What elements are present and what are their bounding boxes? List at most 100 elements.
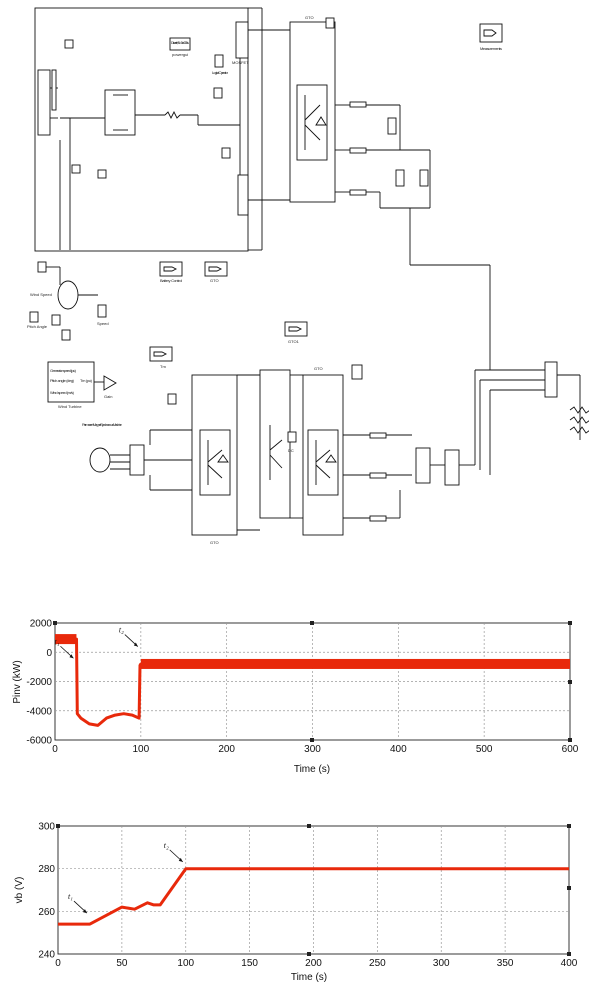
converter-2-label: GTO [314, 366, 323, 371]
x-tick-label: 200 [305, 958, 322, 969]
x-tick-label: 0 [52, 744, 58, 755]
powergui-label: powergui [172, 52, 188, 57]
tag-block[interactable] [51, 314, 61, 326]
tag-block[interactable] [37, 261, 47, 273]
dc-source-block[interactable] [37, 69, 51, 136]
tag-block[interactable] [167, 393, 177, 405]
switch-block[interactable] [395, 169, 405, 187]
powergui-block[interactable] [169, 37, 191, 51]
annotation-label: t₁ [54, 637, 59, 646]
converter-1-block[interactable] [191, 374, 238, 536]
annotation-arrowhead [82, 909, 87, 914]
tag-block[interactable] [287, 431, 297, 443]
y-tick-label: -4000 [26, 706, 52, 717]
annotation-label: t₂ [164, 841, 169, 850]
rectifier-block[interactable] [129, 444, 145, 476]
tag-block[interactable] [71, 164, 81, 174]
tag-block[interactable] [64, 39, 74, 49]
tag-block[interactable] [325, 17, 335, 29]
tag-block[interactable] [61, 329, 71, 341]
load-resistor [569, 406, 589, 414]
tm-block[interactable] [149, 346, 173, 362]
diode-block[interactable] [237, 174, 249, 216]
y-tick-label: 260 [38, 907, 55, 918]
wind-turbine-out: Tm (pu) [80, 378, 93, 383]
inductors-bottom [369, 432, 387, 522]
dc-label: DC [288, 448, 294, 453]
converter-1-label: GTO [210, 540, 219, 545]
chart-pinv-xlabel: Time (s) [294, 764, 330, 775]
gto-small-label: GTO [210, 278, 219, 283]
three-phase-load-breaker[interactable] [544, 361, 558, 398]
logical-operator-label: Logical Operator [212, 70, 229, 75]
switch-block[interactable] [387, 117, 397, 135]
mosfet-block[interactable] [235, 21, 249, 59]
x-tick-label: 400 [561, 958, 578, 969]
load-resistor [569, 426, 589, 434]
tag-block[interactable] [97, 169, 107, 179]
x-tick-label: 400 [390, 744, 407, 755]
scope-block[interactable] [57, 280, 79, 310]
wind-speed-label: Wind Speed [30, 292, 52, 297]
dc-link-block[interactable] [259, 369, 291, 519]
y-tick-label: 0 [46, 648, 52, 659]
tag-block[interactable] [351, 364, 363, 380]
measurements-block[interactable] [479, 23, 503, 43]
speed-label: Speed [97, 321, 109, 326]
gto1-block[interactable] [284, 321, 308, 337]
annotation-arrowhead [69, 654, 74, 659]
chart-pinv-annotations: t₁ t₂ [54, 626, 139, 659]
battery-control-block[interactable] [159, 261, 183, 277]
measurements-label: Measurements [480, 46, 502, 51]
wind-turbine-in1: Generator speed (pu) [50, 368, 77, 373]
tm-label: Tm [160, 364, 166, 369]
chart-pinv-grid [55, 623, 570, 740]
breaker-block[interactable] [444, 449, 460, 486]
x-tick-label: 350 [497, 958, 514, 969]
y-tick-label: 240 [38, 950, 55, 961]
battery-control-label: Battery Control [160, 278, 182, 283]
load-resistor [569, 416, 589, 424]
switch-block[interactable] [419, 169, 429, 187]
wind-turbine-in3: Wind speed (m/s) [50, 390, 75, 395]
logical-operator-block[interactable] [214, 54, 224, 68]
pv-subsystem-frame [34, 7, 249, 252]
x-tick-label: 100 [132, 744, 149, 755]
pitch-angle-label: Pitch Angle [27, 324, 48, 329]
chart-vb-ylabel: vb (V) [14, 877, 25, 904]
x-tick-label: 300 [433, 958, 450, 969]
x-tick-label: 300 [304, 744, 321, 755]
y-tick-label: -2000 [26, 677, 52, 688]
rc-branch [104, 89, 136, 136]
breaker-block[interactable] [415, 447, 431, 484]
x-tick-label: 100 [177, 958, 194, 969]
wind-turbine-label: Wind Turbine [58, 404, 82, 409]
pmsm-label: Permanent Magnet Synchronous Machine [82, 422, 123, 427]
chart-pinv-series [55, 637, 570, 727]
annotation-label: t₂ [119, 626, 124, 635]
gto-small-block[interactable] [204, 261, 228, 277]
x-tick-label: 600 [562, 744, 579, 755]
x-tick-label: 500 [476, 744, 493, 755]
chart-pinv-ylabel: Pinv (kW) [12, 660, 23, 703]
resistor [164, 110, 181, 120]
gain-block[interactable] [103, 375, 117, 391]
x-tick-label: 50 [116, 958, 128, 969]
speed-scope-block[interactable] [97, 304, 107, 318]
x-tick-label: 250 [369, 958, 386, 969]
y-tick-label: 300 [38, 822, 55, 833]
wind-turbine-block[interactable] [47, 361, 95, 403]
converter-2-block[interactable] [302, 374, 344, 536]
gain-label: Gain [104, 394, 112, 399]
inductors-top [349, 101, 367, 196]
tag-block[interactable] [29, 311, 39, 323]
pmsm-block[interactable] [89, 447, 111, 473]
annotation-label: t₁ [68, 892, 73, 901]
chart-vb-series [58, 867, 569, 926]
